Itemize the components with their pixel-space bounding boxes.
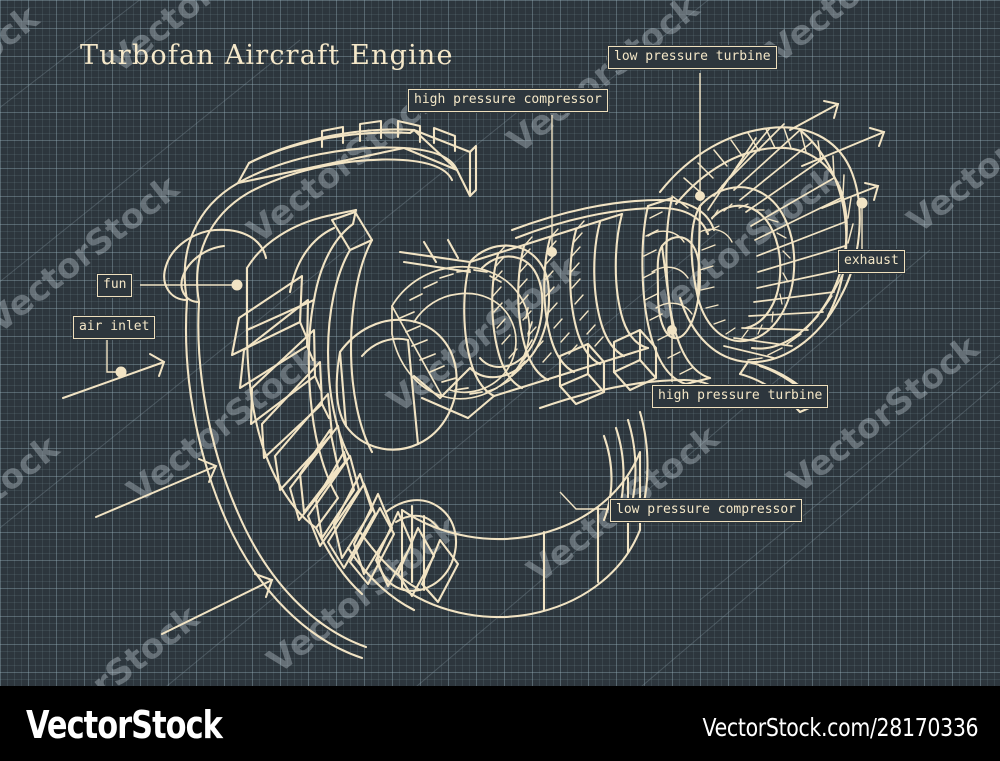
fan-blade-assembly [232,276,456,591]
leader-dot-exhaust [856,197,868,209]
callout-exhaust[interactable]: exhaust [838,250,905,273]
callout-air-inlet[interactable]: air inlet [73,316,156,339]
vectorstock-logo: VectorStock [26,703,223,747]
page-title: Turbofan Aircraft Engine [80,40,454,71]
leader-dot-fun [231,279,243,291]
callout-low-pressure-turbine[interactable]: low pressure turbine [608,46,777,69]
nacelle-outer-cowl [164,148,457,658]
turbofan-engine-drawing [0,0,1000,686]
leader-dot-air-inlet [115,366,127,378]
callout-high-pressure-turbine[interactable]: high pressure turbine [652,385,829,408]
core-detail-rings [648,229,732,314]
low-pressure-compressor-stages [392,267,532,399]
fan-hub [337,320,457,450]
inlet-arrow-0 [63,354,164,398]
airflow-arrows [63,101,884,634]
exhaust-arrow-3 [822,183,878,208]
leader-dot-low-pressure-turbine [695,191,705,201]
vectorstock-url: VectorStock.com/28170336 [702,713,978,742]
callout-fun[interactable]: fun [97,274,133,297]
leader-dot-high-pressure-turbine [667,325,677,335]
inlet-arrow-1 [96,459,216,517]
exhaust-arrow-2 [802,128,884,166]
lower-fan-cutaway [300,430,458,602]
cowl-top-panel [238,121,476,196]
footer-bar: VectorStock VectorStock.com/28170336 [0,686,1000,761]
high-pressure-compressor-drum [464,214,648,396]
exhaust-arrow-1 [790,101,838,130]
leader-low-pressure-compressor [560,492,612,509]
leader-dot-high-pressure-compressor [547,247,557,257]
inlet-arrow-2 [162,574,272,634]
blueprint-canvas: VectorStock VectorStock VectorStock Vect… [0,0,1000,686]
callout-high-pressure-compressor[interactable]: high pressure compressor [408,89,608,112]
callout-low-pressure-compressor[interactable]: low pressure compressor [610,499,803,522]
engine-struts [400,240,494,418]
